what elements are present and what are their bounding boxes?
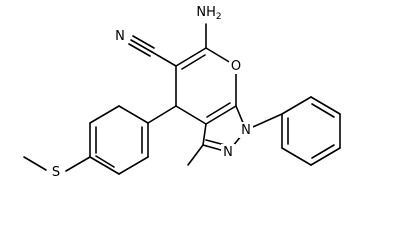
ring-o-label: O [231,59,241,74]
phenyl-inner-2 [311,144,335,159]
pyrazole-n1-label: N [241,123,251,138]
bond-c3a-c4 [175,105,207,125]
phenyl-bond-1 [281,96,312,115]
bond-nitrile-triple-1 [130,39,153,53]
sulfur-label-bg [49,164,63,180]
amino-label: NH2 [196,5,221,22]
pyrazole-n2-label-bg [221,144,235,160]
aryl-inner-3 [95,155,115,168]
bond-nitrile-triple-2 [132,35,155,49]
bond-nitrile-triple-3 [128,43,151,57]
aryl-bond-2 [118,156,149,175]
bond-c5-nitrile-c [151,51,177,67]
amino-label-bg [196,3,222,21]
bond-layer [23,23,341,175]
phenyl-bond-4 [310,147,341,166]
atom-label-layer: NH2 N O S N N [49,3,253,180]
bond-c7a-c3a [205,105,237,125]
bond-c4-aryl [147,105,177,124]
pyrazole-n1-label-bg [239,122,253,138]
bond-c3-c3a [202,123,207,146]
bond-aryl-s [65,156,91,172]
phenyl-inner-1 [311,103,335,118]
phenyl-bond-5 [281,147,312,166]
aryl-bond-6 [118,105,149,124]
bond-c5-c6-double [181,54,206,70]
aryl-bond-3 [89,156,120,175]
bond-c7a-c3a-double [206,102,231,118]
bond-c3-methyl [187,144,204,166]
nitrile-n-label-bg [113,28,127,44]
sulfur-label: S [52,165,60,180]
molecule-structure: NH2 N O S N N [23,3,341,180]
phenyl-bond-2 [310,96,341,115]
aryl-bond-5 [89,105,120,124]
bond-c5-c6 [175,47,207,67]
bond-s-methyl [23,156,47,171]
ring-o-label-bg [229,58,243,74]
nitrile-n-label: N [115,29,125,44]
pyrazole-n2-label: N [223,145,233,160]
